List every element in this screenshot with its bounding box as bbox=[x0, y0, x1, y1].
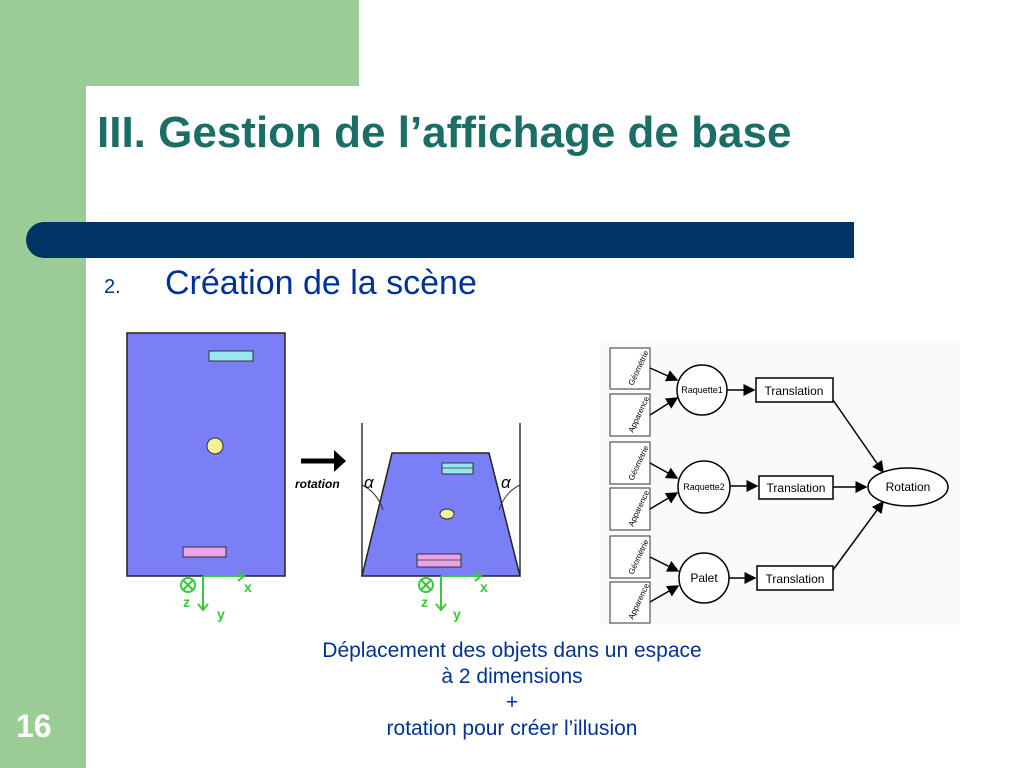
node-label: Raquette1 bbox=[681, 385, 723, 395]
translation-label: Translation bbox=[765, 384, 824, 398]
geometry-leaf-3: Géométrie bbox=[609, 535, 651, 579]
translation-label: Translation bbox=[766, 572, 825, 586]
rotation-label: rotation bbox=[295, 477, 340, 491]
appearance-leaf-2: Apparence bbox=[609, 487, 651, 531]
appearance-leaf-1: Apparence bbox=[609, 393, 651, 437]
palet-node: Palet bbox=[678, 552, 730, 604]
axis-z-label: z bbox=[421, 594, 428, 610]
rotated-scene-diagram: α α x z y bbox=[361, 423, 521, 622]
diagram-caption: Déplacement des objets dans un espace à … bbox=[262, 638, 762, 742]
translation-box-3: Translation bbox=[756, 565, 834, 591]
rotated-bottom-paddle bbox=[416, 553, 462, 568]
scene-graph-diagram: Géométrie Apparence Géométrie Apparence … bbox=[600, 340, 960, 625]
flat-playfield bbox=[126, 332, 286, 577]
left-accent-band bbox=[0, 0, 86, 768]
axis-x-label: x bbox=[244, 579, 252, 595]
rotated-ball bbox=[439, 508, 455, 520]
right-angle-label: α bbox=[501, 473, 512, 492]
right-arrow-icon bbox=[301, 450, 346, 472]
translation-label: Translation bbox=[767, 481, 826, 495]
ball bbox=[206, 437, 224, 455]
flat-scene-diagram: x z y bbox=[126, 332, 286, 622]
axis-gizmo bbox=[180, 570, 246, 612]
axis-x-label: x bbox=[480, 579, 488, 595]
geometry-leaf-1: Géométrie bbox=[609, 347, 651, 390]
title-underline-bar bbox=[26, 222, 854, 258]
right-angle-arc bbox=[498, 484, 521, 511]
bottom-paddle bbox=[182, 546, 227, 558]
slide-title: III. Gestion de l’affichage de base bbox=[97, 108, 792, 157]
caption-line-3: + bbox=[505, 691, 519, 714]
top-paddle bbox=[208, 350, 254, 362]
geometry-leaf-2: Géométrie bbox=[609, 441, 651, 485]
left-angle-label: α bbox=[364, 473, 375, 492]
rotation-arrow-group: rotation bbox=[295, 450, 346, 491]
rotated-top-paddle bbox=[441, 462, 474, 475]
top-accent-band bbox=[0, 0, 359, 86]
node-label: Palet bbox=[690, 571, 718, 585]
axis-gizmo bbox=[418, 570, 483, 612]
list-item-label: Création de la scène bbox=[165, 264, 477, 302]
caption-line-4: rotation pour créer l’illusion bbox=[386, 717, 638, 740]
axis-y-label: y bbox=[453, 606, 461, 622]
appearance-leaf-3: Apparence bbox=[609, 581, 651, 624]
translation-box-2: Translation bbox=[758, 475, 834, 500]
translation-box-1: Translation bbox=[755, 377, 834, 403]
raquette1-node: Raquette1 bbox=[676, 364, 728, 416]
axis-y-label: y bbox=[217, 606, 225, 622]
slide-number: 16 bbox=[16, 708, 52, 744]
rotation-node-label: Rotation bbox=[886, 480, 931, 494]
axis-z-label: z bbox=[183, 594, 190, 610]
caption-line-1: Déplacement des objets dans un espace bbox=[322, 639, 702, 662]
rotation-node: Rotation bbox=[867, 467, 949, 507]
left-angle-arc bbox=[361, 484, 384, 511]
caption-line-2: à 2 dimensions bbox=[441, 665, 583, 688]
raquette2-node: Raquette2 bbox=[677, 460, 731, 514]
graph-edges bbox=[649, 367, 884, 603]
node-label: Raquette2 bbox=[683, 482, 725, 492]
list-item-number: 2. bbox=[104, 276, 121, 298]
